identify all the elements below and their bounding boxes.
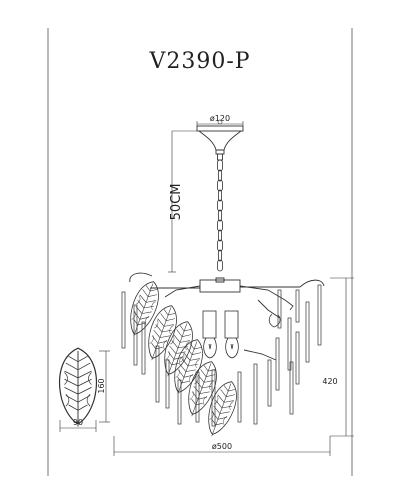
leaf-width-dimension — [59, 420, 97, 432]
chain-length-dimension — [168, 130, 197, 273]
canopy-diameter-label: ø120 — [210, 114, 230, 123]
fixture-body — [129, 272, 325, 361]
leaf-height-dimension — [99, 350, 110, 423]
fixture-leaves — [122, 277, 243, 441]
canopy-diameter-dimension — [196, 121, 244, 126]
detail-leaf — [58, 347, 98, 428]
chain-length-label: 50CM — [169, 184, 184, 221]
leaf-height-label: 160 — [97, 378, 106, 393]
chain — [217, 159, 223, 272]
side-lamp — [268, 299, 294, 328]
overall-diameter-dimension — [113, 436, 331, 456]
crystal-rods — [121, 284, 322, 427]
overall-diameter-label: ø500 — [212, 442, 232, 451]
model-title: V2390-P — [148, 49, 250, 74]
bulbs — [202, 310, 239, 359]
overall-height-label: 420 — [322, 377, 337, 386]
overall-height-dimension — [330, 277, 354, 437]
leaf-width-label: 90 — [73, 418, 83, 427]
canopy — [196, 125, 244, 161]
